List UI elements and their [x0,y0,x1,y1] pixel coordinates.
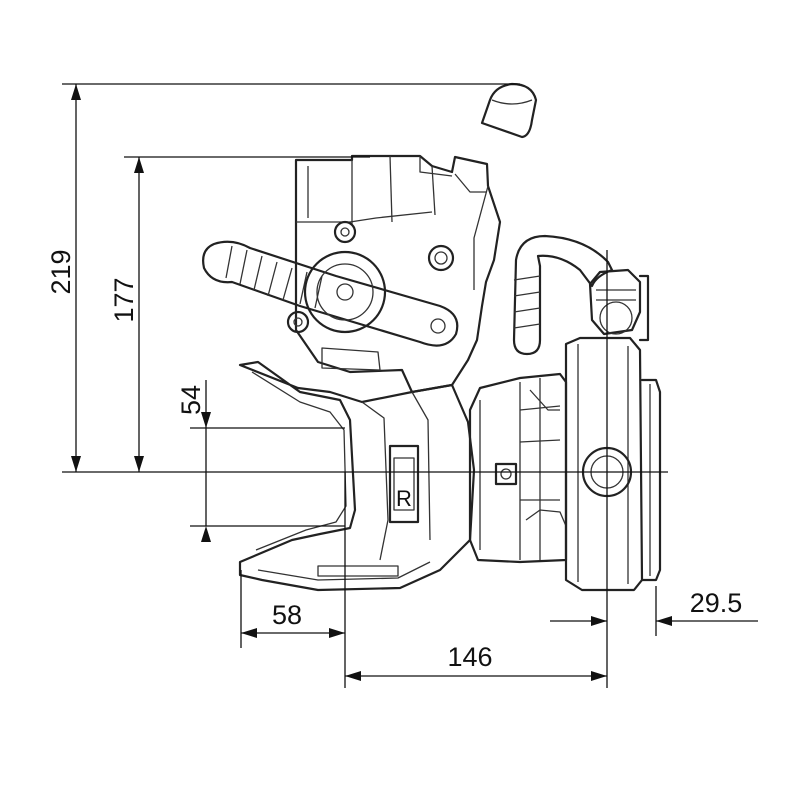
neck-cylinder [468,372,568,564]
rear-connector [588,268,642,336]
upper-housing [294,154,502,394]
dimension-flange-offset: 146 [345,642,607,681]
lever-handle [202,240,459,347]
plate-thickness-label: 29.5 [690,588,743,618]
housing-letter: R [396,486,412,511]
dimension-plate-thickness: 29.5 [550,586,758,636]
dimension-overall-height: 219 [46,83,520,472]
flange-housing [564,274,662,592]
coupling-body: R [202,82,662,592]
pivot-hub [286,220,387,371]
overall-height-label: 219 [46,249,76,294]
center-lines [62,250,668,688]
front-offset-label: 58 [272,600,302,630]
jaw-hook: R [238,360,476,592]
upper-height-label: 177 [109,277,139,322]
ball-knob [480,82,538,139]
dimension-front-offset: 58 [240,570,345,648]
dimension-jaw-opening: 54 [176,380,345,542]
housing-bolt [427,244,455,272]
jaw-opening-label: 54 [176,385,206,415]
dimension-upper-height: 177 [109,156,370,472]
hose [512,234,614,356]
flange-offset-label: 146 [447,642,492,672]
